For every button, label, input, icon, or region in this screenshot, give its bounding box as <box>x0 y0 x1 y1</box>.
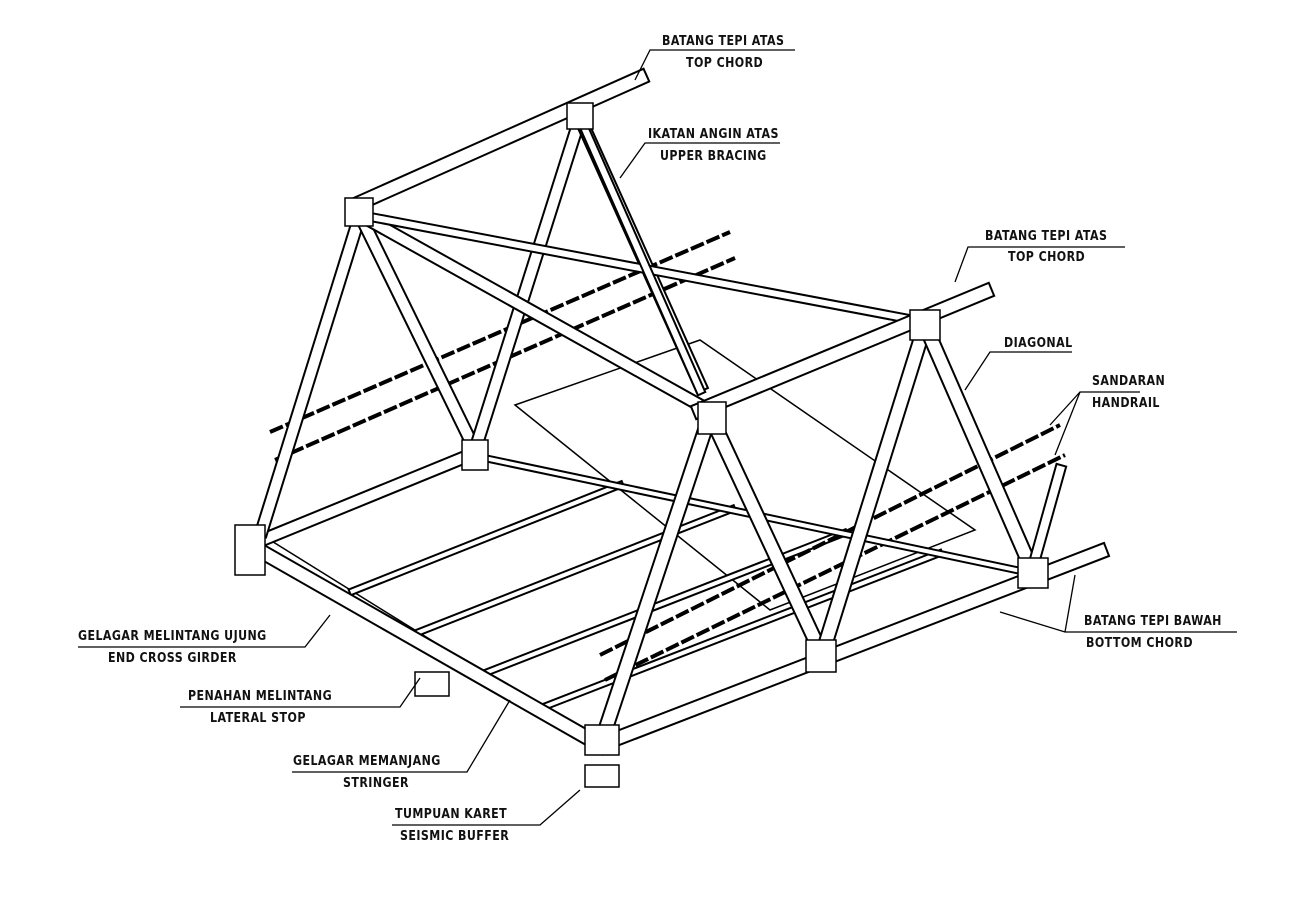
top-strut <box>353 208 719 419</box>
end-post <box>1027 465 1065 575</box>
label-handrail-id: SANDARAN <box>1092 374 1166 389</box>
stringer <box>538 550 942 711</box>
label-upper-bracing-en: UPPER BRACING <box>660 149 767 164</box>
label-seismic-buffer-id: TUMPUAN KARET <box>395 807 508 822</box>
label-lateral-stop-id: PENAHAN MELINTANG <box>188 689 333 704</box>
label-top-chord-front-id: BATANG TEPI ATAS <box>985 229 1108 244</box>
label-stringer-id: GELAGAR MEMANJANG <box>293 754 441 769</box>
diagonal <box>917 317 1040 578</box>
bottom-chord-front <box>592 544 1108 753</box>
diagonal <box>255 208 367 537</box>
top-chord-back <box>347 70 648 213</box>
bottom-chord-back <box>243 448 477 552</box>
label-end-cross-girder-en: END CROSS GIRDER <box>108 651 237 666</box>
stringer <box>349 482 623 594</box>
label-top-chord-front-en: TOP CHORD <box>1008 250 1086 265</box>
leader-lines <box>78 49 1237 826</box>
upper-bracing <box>576 114 704 394</box>
label-bottom-chord-en: BOTTOM CHORD <box>1086 636 1193 651</box>
label-seismic-buffer-en: SEISMIC BUFFER <box>400 829 510 844</box>
diagonal <box>814 317 933 663</box>
label-bottom-chord-id: BATANG TEPI BAWAH <box>1084 614 1222 629</box>
label-top-chord-back-en: TOP CHORD <box>686 56 764 71</box>
end-cross-girder <box>241 536 609 754</box>
label-end-cross-girder-id: GELAGAR MELINTANG UJUNG <box>78 629 267 644</box>
label-lateral-stop-en: LATERAL STOP <box>210 711 306 726</box>
diagonal <box>594 407 718 748</box>
label-stringer-en: STRINGER <box>343 776 409 791</box>
label-handrail-en: HANDRAIL <box>1092 396 1160 411</box>
label-diagonal: DIAGONAL <box>1004 336 1073 351</box>
diagonal <box>353 208 482 457</box>
gusset-plates <box>234 102 1049 788</box>
diagonal <box>468 111 587 457</box>
label-top-chord-back-id: BATANG TEPI ATAS <box>662 34 785 49</box>
diagonal <box>702 407 830 663</box>
label-upper-bracing-id: IKATAN ANGIN ATAS <box>648 127 779 142</box>
